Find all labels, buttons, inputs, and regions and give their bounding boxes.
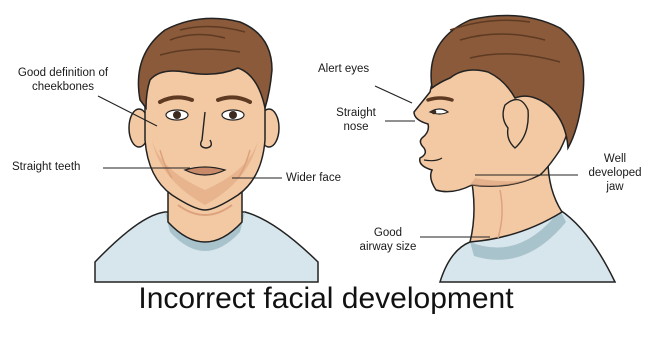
label-wider-face: Wider face xyxy=(286,171,341,185)
label-jaw-line-2: developed xyxy=(582,166,648,180)
side-profile-illustration xyxy=(414,16,615,283)
label-straight-nose: Straight nose xyxy=(328,106,384,134)
label-airway-line-2: airway size xyxy=(348,240,428,254)
label-airway-line-1: Good xyxy=(348,226,428,240)
front-face-illustration xyxy=(95,18,318,282)
label-straight-nose-line-1: Straight xyxy=(328,106,384,120)
label-straight-teeth: Straight teeth xyxy=(12,160,80,174)
label-airway-size: Good airway size xyxy=(348,226,428,254)
label-jaw-line-1: Well xyxy=(582,152,648,166)
label-cheekbones-line-2: cheekbones xyxy=(8,80,118,94)
label-cheekbones: Good definition of cheekbones xyxy=(8,66,118,94)
caption: Incorrect facial development xyxy=(0,282,652,316)
label-jaw-line-3: jaw xyxy=(582,180,648,194)
label-cheekbones-line-1: Good definition of xyxy=(8,66,118,80)
leader-alert-eyes xyxy=(375,86,412,103)
label-straight-nose-line-2: nose xyxy=(328,120,384,134)
label-alert-eyes: Alert eyes xyxy=(318,62,369,76)
label-well-developed-jaw: Well developed jaw xyxy=(582,152,648,194)
